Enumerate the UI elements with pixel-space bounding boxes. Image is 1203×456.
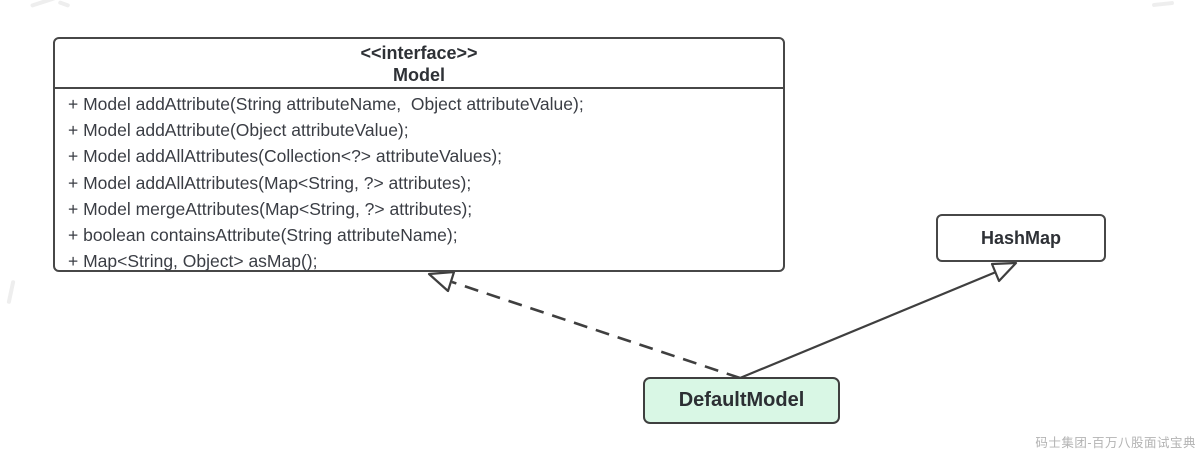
- interface-name: Model: [393, 65, 445, 85]
- realization-arrow-defaultmodel-to-model: [427, 270, 741, 380]
- watermark-fragment: [30, 0, 56, 8]
- watermark-fragment: [1151, 0, 1175, 8]
- class-hashmap-box: HashMap: [936, 214, 1106, 262]
- class-defaultmodel-name: DefaultModel: [678, 389, 805, 411]
- class-hashmap-name: HashMap: [980, 227, 1061, 248]
- method-addallattributes-collection: + Model addAllAttributes(Collection<?> a…: [68, 146, 503, 167]
- method-containsattribute: + boolean containsAttribute(String attri…: [68, 225, 458, 246]
- generalization-arrow-defaultmodel-to-hashmap: [739, 261, 1018, 380]
- method-addallattributes-map: + Model addAllAttributes(Map<String, ?> …: [68, 172, 472, 193]
- watermark-fragment: [6, 279, 16, 305]
- method-addattribute-value: + Model addAttribute(Object attributeVal…: [68, 120, 409, 141]
- class-defaultmodel-box: DefaultModel: [643, 377, 840, 424]
- interface-methods-compartment: + Model addAttribute(String attributeNam…: [55, 89, 783, 274]
- method-asmap: + Map<String, Object> asMap();: [68, 251, 318, 272]
- interface-model-box: <<interface>> Model + Model addAttribute…: [53, 37, 785, 272]
- watermark-text: 码士集团-百万八股面试宝典: [1035, 436, 1196, 450]
- method-addattribute-name-value: + Model addAttribute(String attributeNam…: [68, 94, 584, 114]
- watermark-fragment: [57, 0, 71, 8]
- method-mergeattributes: + Model mergeAttributes(Map<String, ?> a…: [68, 198, 473, 219]
- interface-stereotype: <<interface>>: [360, 43, 478, 63]
- interface-model-header: <<interface>> Model: [55, 39, 783, 89]
